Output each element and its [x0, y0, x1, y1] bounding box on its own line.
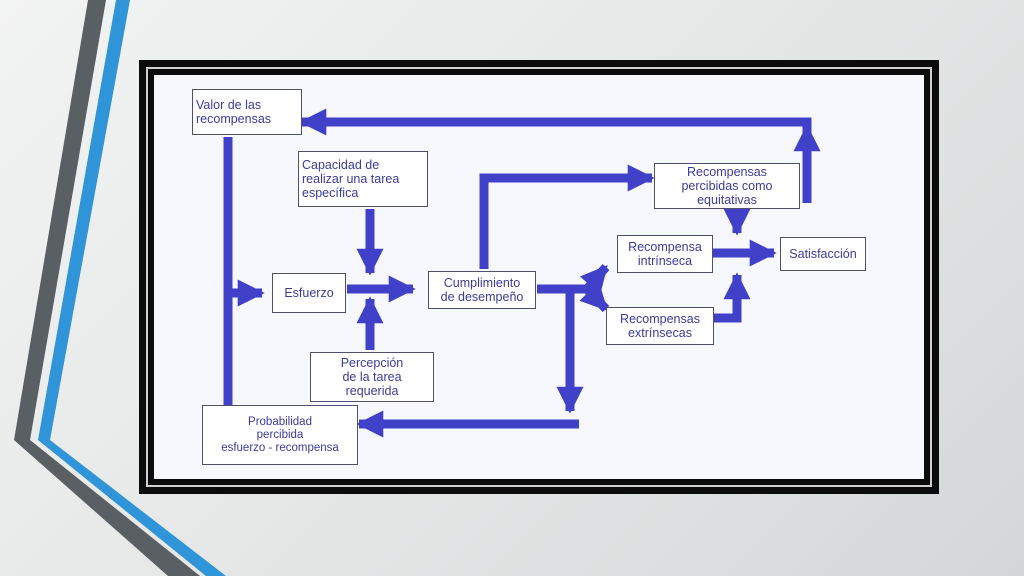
arrow-to-intrinseca: [579, 264, 610, 295]
deco-blue-stripe-upper: [38, 0, 130, 440]
node-probabilidad: Probabilidad percibida esfuerzo - recomp…: [202, 405, 358, 465]
node-percepcion: Percepción de la tarea requerida: [310, 352, 434, 402]
node-valor-recompensas: Valor de las recompensas: [192, 89, 302, 135]
deco-dark-stripe-upper: [14, 0, 106, 440]
diagram-arrows: [223, 108, 821, 438]
node-equitativas: Recompensas percibidas como equitativas: [654, 163, 800, 209]
node-esfuerzo: Esfuerzo: [272, 273, 346, 313]
arrow-satisfaccion-to-valor: [299, 108, 812, 203]
deco-dark-stripe-lower: [14, 440, 200, 576]
diagram-canvas: Valor de las recompensas Capacidad de re…: [154, 75, 924, 479]
diagram-frame: Valor de las recompensas Capacidad de re…: [139, 60, 939, 494]
node-intrinseca: Recompensa intrínseca: [617, 235, 713, 273]
deco-blue-stripe-lower: [38, 440, 226, 576]
arrow-cumplimiento-to-equitativas: [479, 164, 655, 269]
node-capacidad: Capacidad de realizar una tarea específi…: [298, 151, 428, 207]
node-extrinsecas: Recompensas extrínsecas: [606, 307, 714, 345]
node-satisfaccion: Satisfacción: [780, 237, 866, 271]
diagram-frame-inner: Valor de las recompensas Capacidad de re…: [146, 67, 932, 487]
arrow-to-extrinsecas: [579, 282, 610, 313]
arrow-extrinsecas-up: [711, 272, 751, 323]
node-cumplimiento: Cumplimiento de desempeño: [428, 271, 536, 309]
